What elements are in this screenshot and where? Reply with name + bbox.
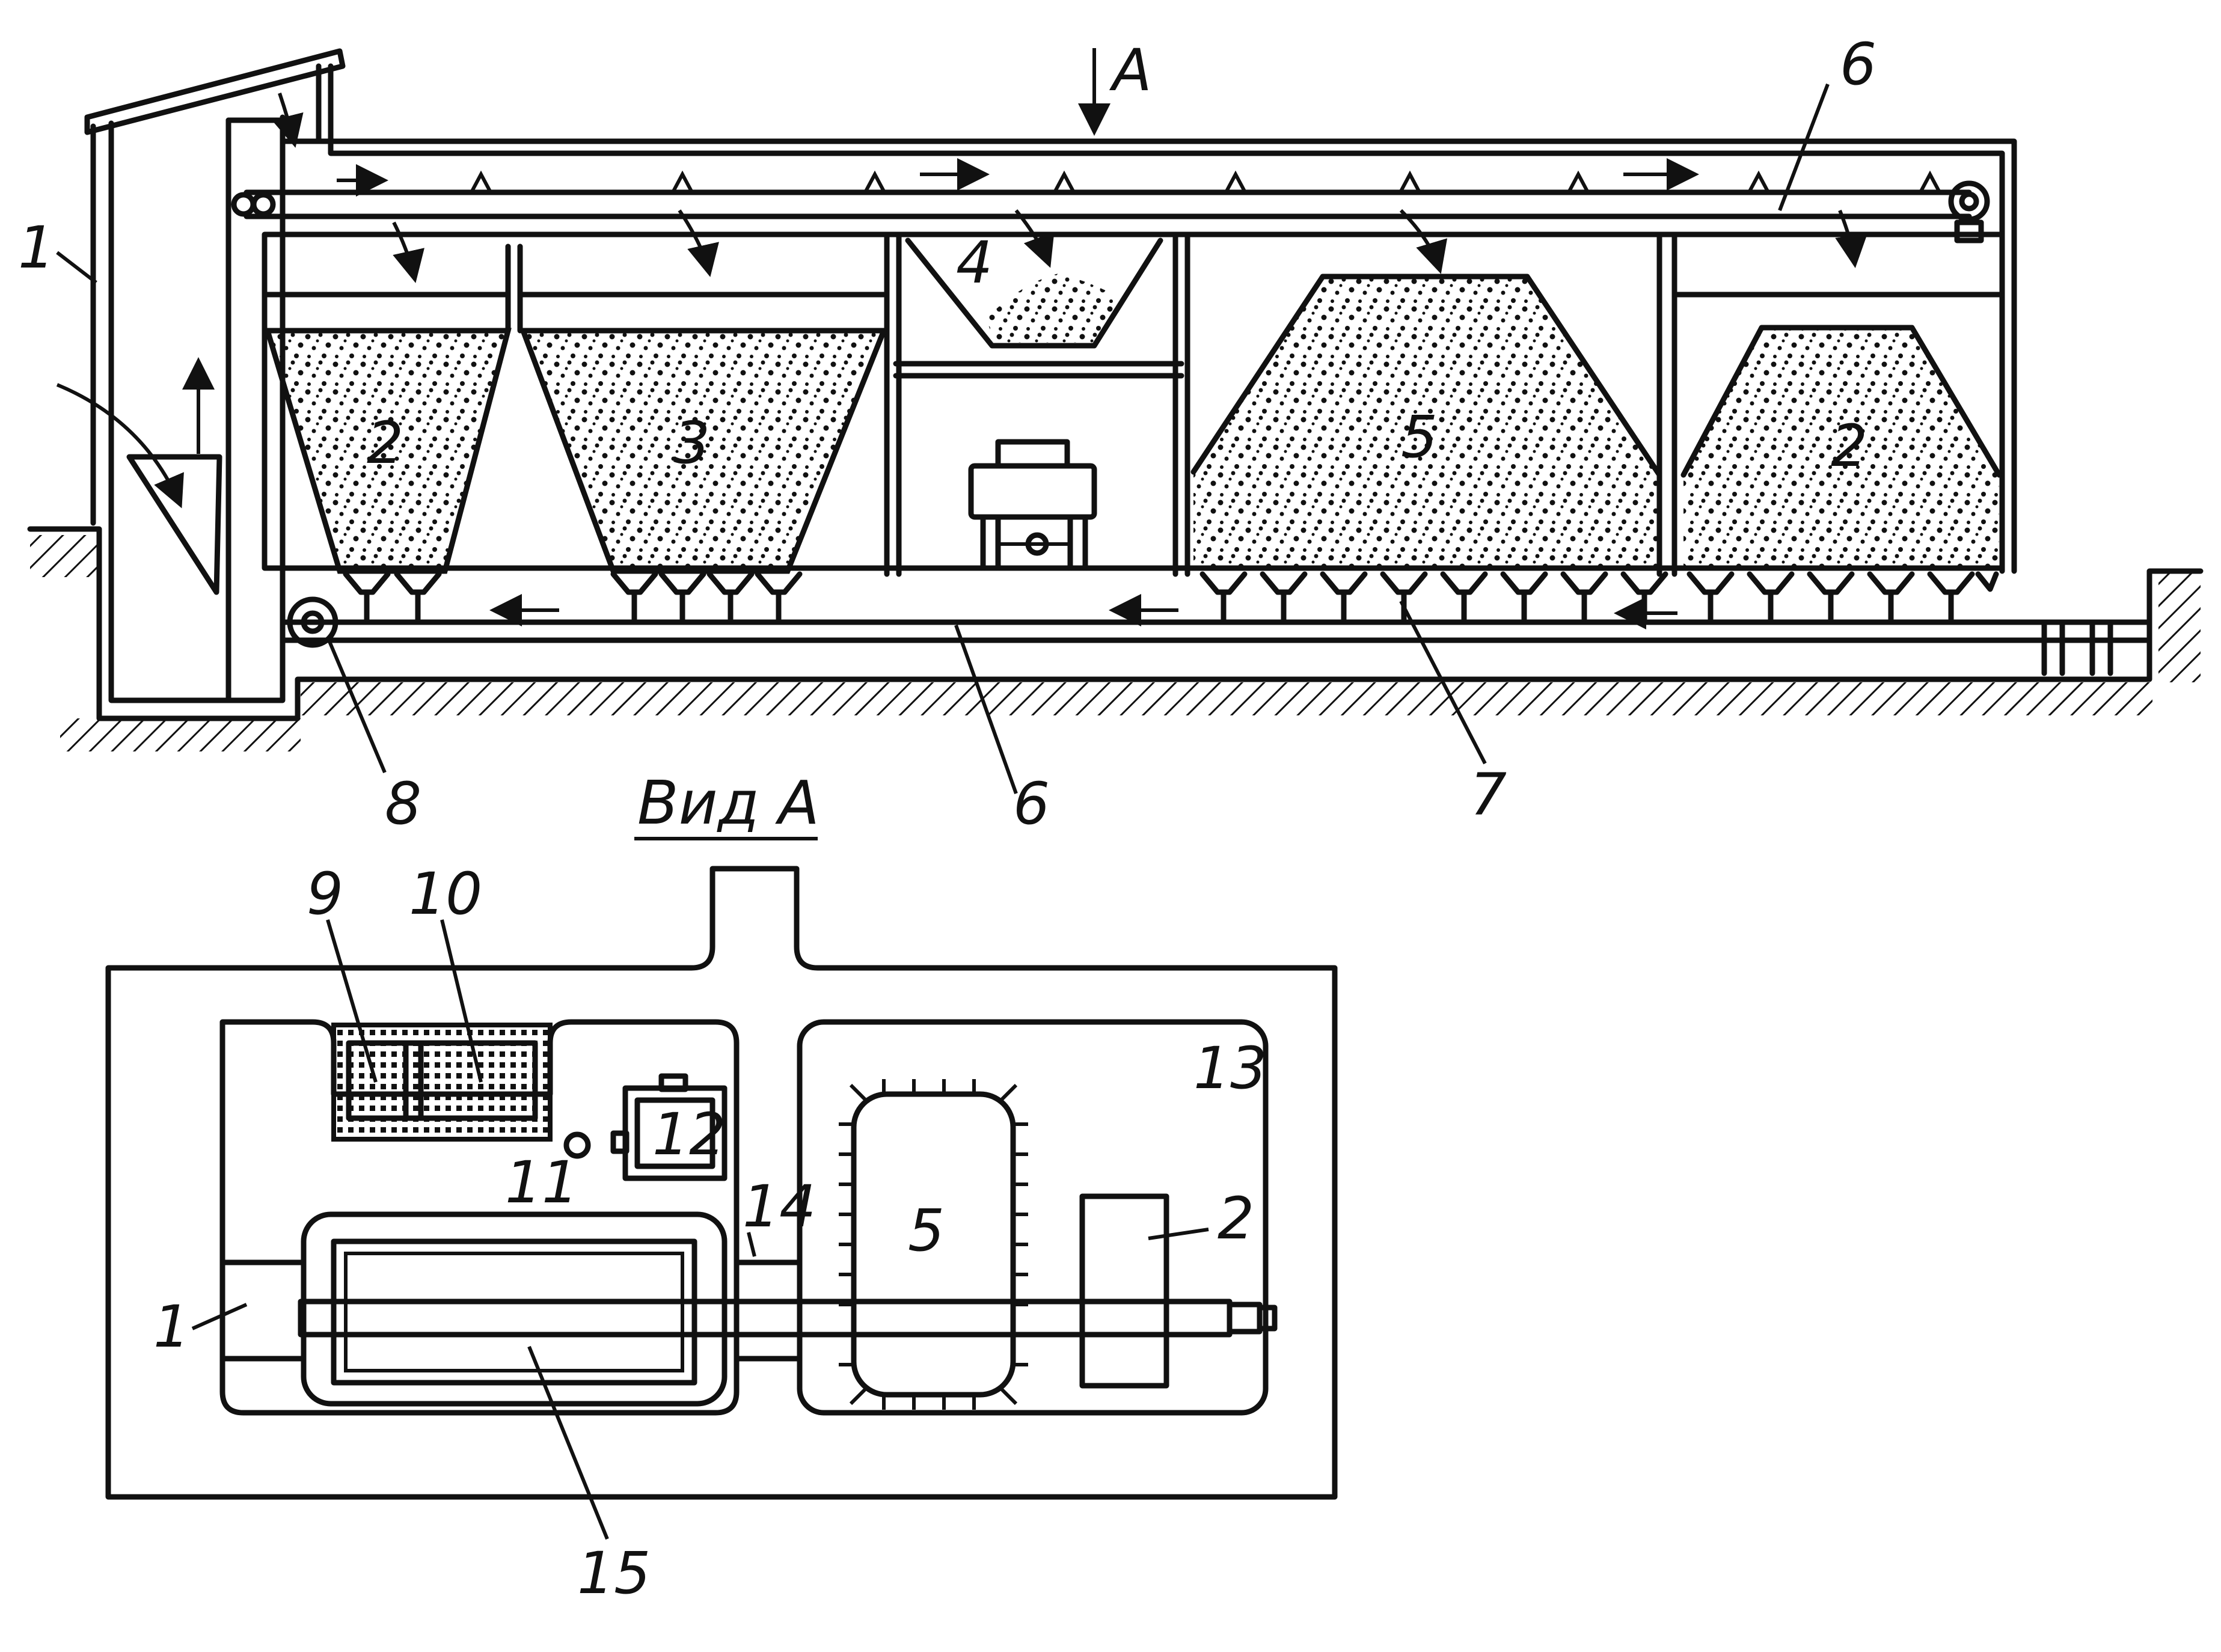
pile-5: 5 [1190, 209, 1662, 568]
plan-conveyor: 1 [153, 1259, 1278, 1362]
hopper-2-left: 2 [263, 221, 512, 574]
top-conveyor: 6 [231, 31, 1990, 243]
feeder-row [343, 571, 1999, 622]
unit-2-plan [1079, 1193, 1169, 1389]
plan-outline [105, 866, 1338, 1500]
label-15: 15 [577, 1540, 651, 1607]
unit-9-10: 9 10 [307, 860, 553, 1142]
label-2-left: 2 [367, 409, 403, 477]
label-3: 3 [673, 409, 710, 477]
label-9: 9 [307, 860, 343, 928]
label-11: 11 [505, 1149, 578, 1216]
label-5-top: 5 [1401, 403, 1438, 471]
unit-12: 12 [610, 1073, 728, 1181]
label-1: 1 [18, 214, 55, 281]
label-5-plan: 5 [908, 1197, 945, 1264]
unit-5-plan: 5 [839, 1079, 1028, 1410]
section-view: 1 [18, 31, 2204, 837]
plan-view: Вид А 13 14 9 10 11 [105, 768, 1338, 1607]
elevator-tower: 1 [18, 48, 346, 703]
label-1-plan: 1 [153, 1293, 190, 1360]
pile-2-right: 2 [1674, 209, 2005, 568]
tractor-icon [968, 439, 1097, 571]
label-2-right: 2 [1831, 412, 1867, 480]
label-14: 14 [743, 1173, 816, 1240]
unit-15: 15 [301, 1211, 728, 1607]
chamber-4: 4 [905, 209, 1163, 571]
label-8: 8 [385, 770, 421, 837]
view-a-letter: A [1109, 37, 1152, 104]
view-a-marker: A [1078, 37, 1152, 136]
label-12: 12 [652, 1101, 726, 1168]
right-enclosure [797, 1019, 1269, 1416]
building-frame [262, 63, 2017, 577]
label-6-bottom: 6 [1013, 770, 1050, 837]
label-2-plan: 2 [1218, 1185, 1254, 1252]
label-6-top: 6 [1840, 31, 1876, 98]
hopper-3: 3 [517, 209, 888, 574]
label-7: 7 [1470, 761, 1507, 828]
label-13: 13 [1193, 1035, 1267, 1102]
label-4: 4 [956, 229, 993, 296]
view-title: Вид А [637, 768, 819, 838]
bottom-conveyor: 8 6 7 [280, 571, 2152, 837]
ground [27, 526, 2204, 751]
label-10: 10 [409, 860, 482, 928]
